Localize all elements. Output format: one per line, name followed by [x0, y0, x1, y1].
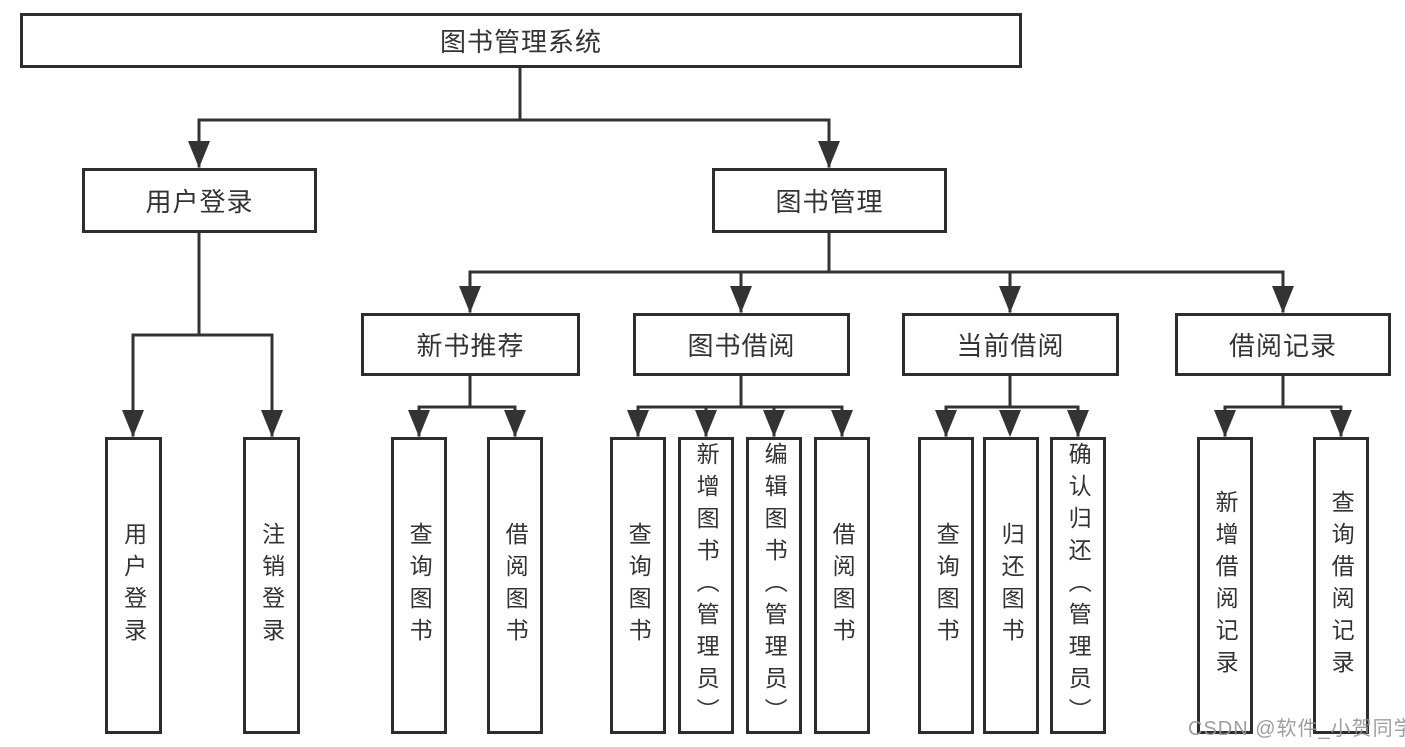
arrowhead-icon	[261, 410, 283, 437]
arrowhead-icon	[122, 410, 144, 437]
arrowhead-icon	[504, 410, 526, 437]
arrowhead-icon	[459, 286, 481, 313]
node-label: 用户登录	[145, 187, 254, 217]
arrowhead-icon	[818, 141, 840, 168]
arrowhead-icon	[188, 141, 210, 168]
arrowhead-icon	[935, 410, 957, 437]
arrowhead-icon	[1067, 410, 1089, 437]
leaf-query-borrow-record: 查询借阅记录	[1313, 437, 1369, 734]
leaf-add-book-admin: 新增图书（管理员）	[678, 437, 734, 734]
node-label: 图书借阅	[687, 331, 796, 361]
leaf-label: 用户登录	[120, 521, 147, 650]
leaf-label: 归还图书	[998, 521, 1025, 650]
arrowhead-icon	[999, 410, 1021, 437]
leaf-borrow-books-1: 借阅图书	[487, 437, 543, 734]
arrowhead-icon	[831, 410, 853, 437]
leaf-label: 新增图书（管理员）	[693, 441, 720, 730]
leaf-label: 确认归还（管理员）	[1065, 441, 1092, 730]
node-user-login: 用户登录	[82, 168, 317, 233]
leaf-label: 借阅图书	[829, 521, 856, 650]
arrowhead-icon	[1272, 286, 1294, 313]
leaf-label: 编辑图书（管理员）	[761, 441, 788, 730]
leaf-label: 新增借阅记录	[1212, 489, 1239, 682]
node-book-borrowing: 图书借阅	[633, 313, 850, 376]
leaf-borrow-books-2: 借阅图书	[814, 437, 870, 734]
leaf-user-login: 用户登录	[105, 437, 162, 734]
node-book-management: 图书管理	[712, 168, 947, 233]
watermark-csdn: CSDN @软件_小贺同学	[1188, 718, 1405, 740]
node-new-book-recommend: 新书推荐	[361, 313, 580, 376]
arrowhead-icon	[1330, 410, 1352, 437]
arrowhead-icon	[1214, 410, 1236, 437]
leaf-confirm-return-admin: 确认归还（管理员）	[1050, 437, 1106, 734]
node-label: 图书管理	[775, 187, 884, 217]
node-borrowing-records: 借阅记录	[1175, 313, 1391, 376]
node-label: 当前借阅	[956, 331, 1065, 361]
node-current-borrowing: 当前借阅	[902, 313, 1119, 376]
arrowhead-icon	[763, 410, 785, 437]
tree-edges	[131, 66, 1343, 437]
leaf-query-books-2: 查询图书	[610, 437, 666, 734]
node-label: 新书推荐	[416, 331, 525, 361]
leaf-label: 查询借阅记录	[1328, 489, 1355, 682]
node-label: 图书管理系统	[439, 27, 602, 57]
arrowhead-icon	[627, 410, 649, 437]
arrowhead-icon	[695, 410, 717, 437]
leaf-label: 查询图书	[406, 521, 433, 650]
arrowhead-icon	[999, 286, 1021, 313]
node-library-management-system: 图书管理系统	[20, 13, 1022, 68]
leaf-label: 查询图书	[625, 521, 652, 650]
leaf-label: 查询图书	[933, 521, 960, 650]
leaf-label: 注销登录	[258, 521, 285, 650]
leaf-edit-book-admin: 编辑图书（管理员）	[746, 437, 802, 734]
leaf-label: 借阅图书	[502, 521, 529, 650]
leaf-query-books-3: 查询图书	[918, 437, 974, 734]
leaf-return-books: 归还图书	[983, 437, 1039, 734]
leaf-add-borrow-record: 新增借阅记录	[1197, 437, 1253, 734]
node-label: 借阅记录	[1228, 331, 1337, 361]
arrowhead-icon	[408, 410, 430, 437]
leaf-query-books-1: 查询图书	[391, 437, 447, 734]
leaf-logout-login: 注销登录	[243, 437, 300, 734]
arrowhead-icon	[730, 286, 752, 313]
